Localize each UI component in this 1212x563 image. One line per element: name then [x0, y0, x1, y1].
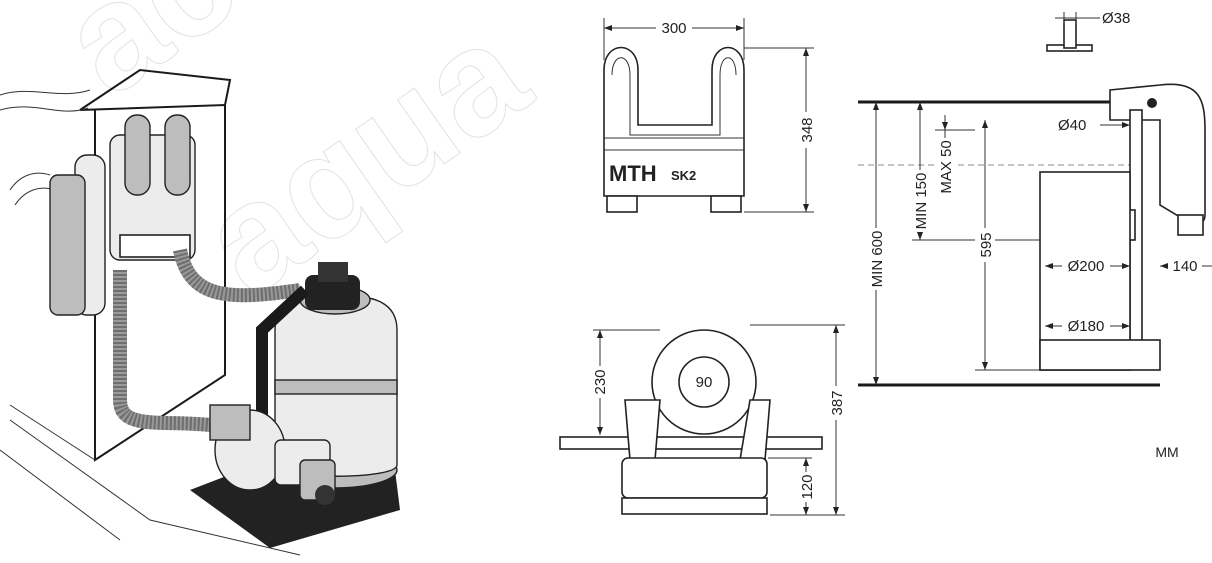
units-label: MM [1155, 444, 1178, 460]
brand-label: MTH [609, 161, 657, 186]
skimmer-illustration [49, 114, 196, 316]
installation-illustration [0, 68, 400, 556]
model-label: SK2 [671, 168, 696, 183]
skimmer-front-view: 300 348 MTH SK2 [603, 18, 816, 213]
min-depth-label: MIN 600 [869, 231, 886, 288]
front-height-label: 348 [799, 117, 816, 142]
inlet-diameter-label: Ø40 [1058, 117, 1086, 134]
min-level-label: MIN 150 [913, 173, 930, 230]
offset-label: 140 [1172, 258, 1197, 275]
max-level-label: MAX 50 [938, 140, 955, 193]
side-upper-height-label: 230 [592, 369, 609, 394]
installation-section: Ø38 MIN 600 MIN 150 MAX 50 [858, 10, 1212, 387]
body-inner-diameter-label: Ø180 [1068, 318, 1105, 335]
side-lower-height-label: 120 [799, 474, 816, 499]
body-outer-diameter-label: Ø200 [1068, 258, 1105, 275]
body-height-label: 595 [978, 232, 995, 257]
skimmer-side-view: 230 387 120 90 [559, 324, 846, 516]
pump [209, 404, 336, 505]
side-total-height-label: 387 [829, 390, 846, 415]
front-width-label: 300 [661, 20, 686, 37]
top-pipe-diameter-label: Ø38 [1102, 10, 1130, 27]
side-pipe-diameter-label: 90 [696, 374, 713, 391]
